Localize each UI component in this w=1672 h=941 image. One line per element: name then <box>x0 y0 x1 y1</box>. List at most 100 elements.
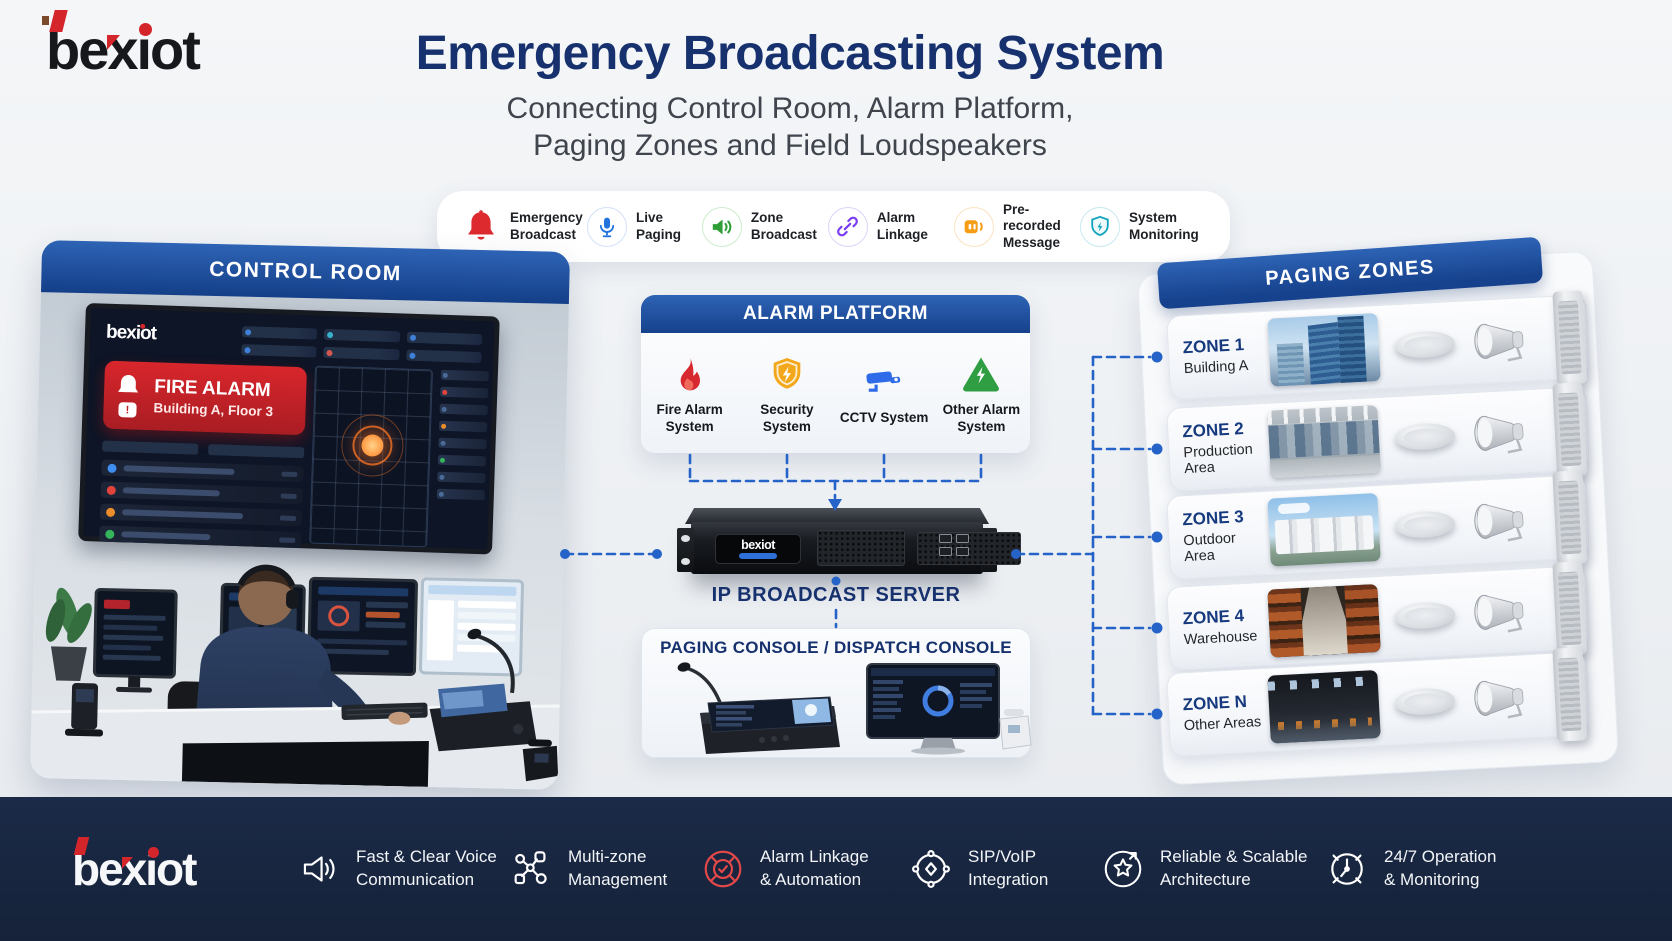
zone-area: Building A <box>1183 357 1249 377</box>
zone-row-3: ZONE 3 Outdoor Area <box>1166 470 1590 580</box>
alarm-platform-header: ALARM PLATFORM <box>641 295 1030 333</box>
ceiling-speaker-icon <box>1394 686 1456 717</box>
zone-area: Other Areas <box>1183 713 1262 734</box>
footer-feature-line: Alarm Linkage <box>760 847 869 867</box>
zone-name: ZONE 3 <box>1181 506 1245 529</box>
footer-feature-alarm: Alarm Linkage & Automation <box>700 846 869 892</box>
feature-label: System Monitoring <box>1128 210 1199 242</box>
footer-brand-text: bexiot <box>72 843 197 895</box>
alarm-platform-panel: ALARM PLATFORM Fire Alarm System Securit… <box>641 295 1030 453</box>
footer-feature-line: & Automation <box>760 870 862 889</box>
console-devices <box>677 662 1032 755</box>
feature-label: Pre-recorded Message <box>1002 201 1061 250</box>
desk-monitor <box>307 576 418 677</box>
bell-icon <box>461 206 501 247</box>
paging-console-device <box>677 662 840 754</box>
alarm-source-cctv: CCTV System <box>836 359 933 427</box>
server-label: IP BROADCAST SERVER <box>711 584 961 606</box>
sip-icon <box>908 846 954 892</box>
server-brand-plate: bexiot <box>715 534 801 564</box>
footer-feature-line: & Monitoring <box>1384 870 1480 889</box>
zone-name: ZONE 2 <box>1181 418 1245 441</box>
footer-feature-sip: SIP/VoIP Integration <box>908 846 1048 892</box>
footer-feature-line: Integration <box>968 870 1049 889</box>
intercom-device <box>64 682 104 737</box>
logo-accent <box>139 23 152 36</box>
column-speaker-icon <box>1552 647 1588 742</box>
zone-row-n: ZONE N Other Areas <box>1166 647 1590 757</box>
screen-nav-bars <box>241 326 483 364</box>
horn-speaker-icon <box>1474 323 1524 362</box>
architecture-icon <box>1100 846 1146 892</box>
dispatch-monitor <box>866 663 1000 755</box>
alarm-source-security: Security System <box>738 351 835 436</box>
shield-icon <box>1079 206 1120 247</box>
footer-feature-line: Multi-zone <box>568 847 647 867</box>
footer-feature-line: 24/7 Operation <box>1384 847 1497 867</box>
footer-feature-247: 24/7 Operation & Monitoring <box>1324 846 1496 892</box>
speaker-wave-icon <box>296 846 342 892</box>
server-brand-text: bexiot <box>741 537 775 552</box>
zone-photo-other-areas <box>1267 669 1381 744</box>
keyboard <box>341 702 428 720</box>
ceiling-speaker-icon <box>1394 600 1456 631</box>
network-icon <box>508 846 554 892</box>
screen-brand-logo: bexiot <box>105 321 157 345</box>
control-room-photo: bexiot ! FIRE ALARM Building A, Floor 3 <box>29 290 569 790</box>
message-icon <box>953 206 994 247</box>
screen-event-list <box>99 440 305 555</box>
zone-photo-production <box>1267 404 1381 479</box>
server-ports <box>939 534 969 556</box>
alarm-exclamation-badge: ! <box>118 402 137 418</box>
zone-name: ZONE 1 <box>1182 334 1245 357</box>
alarm-source-label: CCTV System <box>839 410 929 426</box>
column-speaker-icon <box>1552 290 1588 385</box>
zone-name: ZONE N <box>1182 691 1248 714</box>
desk-paging-console <box>429 628 537 752</box>
alert-triangle-icon <box>960 351 1002 395</box>
alarm-location: Building A, Floor 3 <box>153 400 274 420</box>
white-desk-phone <box>999 709 1032 750</box>
alarm-title: FIRE ALARM <box>153 375 272 401</box>
zone-row-1: ZONE 1 Building A <box>1166 290 1590 400</box>
horn-speaker-icon <box>1474 503 1524 542</box>
alarm-source-label: Security System <box>760 401 814 434</box>
zone-area: Outdoor Area <box>1183 529 1237 565</box>
alarm-source-other: Other Alarm System <box>933 351 1030 436</box>
page-subtitle-line2: Paging Zones and Field Loudspeakers <box>533 129 1047 162</box>
feature-label: Alarm Linkage <box>876 210 928 242</box>
footer-feature-line: Reliable & Scalable <box>1160 847 1308 867</box>
horn-speaker-icon <box>1474 680 1524 719</box>
feature-zone-broadcast: Zone Broadcast <box>701 206 828 247</box>
feature-label: Live Paging <box>636 210 682 242</box>
logo-accent <box>122 857 133 869</box>
brand-logo-text: bexiot <box>46 18 201 81</box>
zone-photo-warehouse <box>1267 583 1381 658</box>
footer-feature-line: Communication <box>356 870 475 889</box>
feature-emergency-broadcast: Emergency Broadcast <box>461 206 587 247</box>
footer-feature-line: Architecture <box>1160 870 1251 889</box>
horn-speaker-icon <box>1474 415 1524 454</box>
feature-system-monitoring: System Monitoring <box>1079 206 1206 247</box>
zone-name: ZONE 4 <box>1182 605 1245 628</box>
column-speaker-icon <box>1552 382 1588 477</box>
ceiling-speaker-icon <box>1394 509 1456 540</box>
desk-monitor <box>419 577 524 677</box>
page-title: Emergency Broadcasting System <box>415 27 1165 80</box>
ip-broadcast-server-device: bexiot <box>665 508 1021 578</box>
alarm-source-label: Other Alarm System <box>942 401 1021 434</box>
speaker-icon <box>701 206 742 247</box>
alarm-bell-icon: ! <box>113 372 145 419</box>
floor-plan-map <box>309 365 433 548</box>
zone-area: Production Area <box>1183 441 1254 477</box>
footer-feature-line: SIP/VoIP <box>968 847 1037 867</box>
feature-prerecorded-message: Pre-recorded Message <box>953 201 1080 251</box>
control-room-panel: bexiot ! FIRE ALARM Building A, Floor 3 <box>29 240 571 790</box>
flame-icon <box>670 351 710 395</box>
feature-pill-bar: Emergency Broadcast Live Paging Zone Bro… <box>437 191 1230 262</box>
paging-console-panel: PAGING CONSOLE / DISPATCH CONSOLE <box>641 628 1032 758</box>
zone-area: Warehouse <box>1183 627 1258 648</box>
desk-monitor <box>92 587 178 693</box>
